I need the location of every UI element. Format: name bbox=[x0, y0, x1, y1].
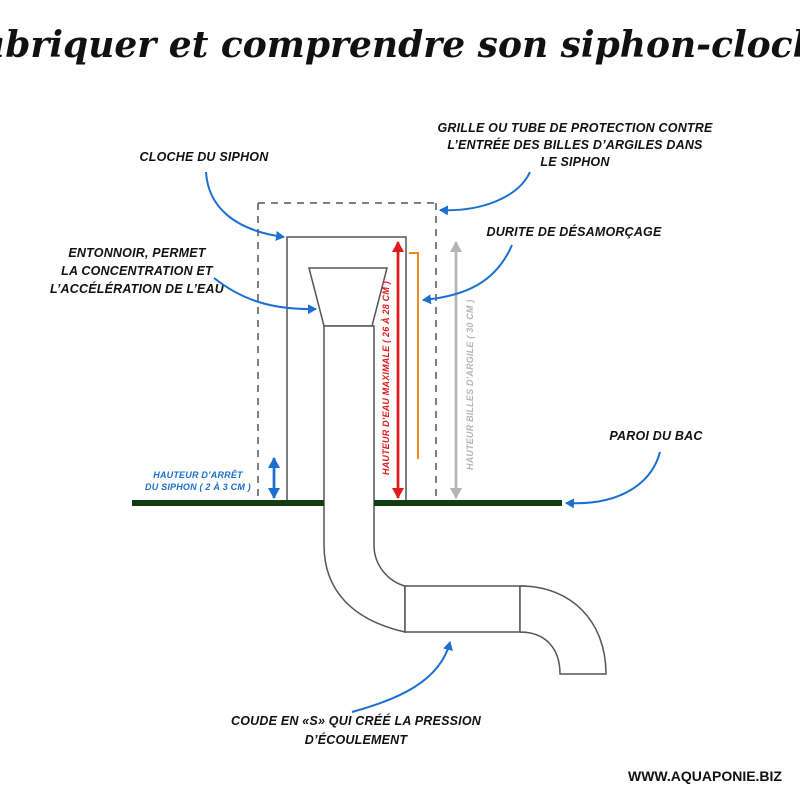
bell-cloche bbox=[286, 236, 407, 500]
callout-arrow-coude bbox=[351, 641, 453, 713]
callout-arrow-durite bbox=[422, 244, 513, 305]
label-coude-line2: D’ÉCOULEMENT bbox=[305, 732, 409, 747]
callout-arrow-cloche bbox=[205, 171, 285, 241]
footer-url: WWW.AQUAPONIE.BIZ bbox=[628, 768, 782, 784]
label-grille-line1: GRILLE OU TUBE DE PROTECTION CONTRE bbox=[437, 121, 713, 135]
label-entonnoir-line1: ENTONNOIR, PERMET bbox=[68, 246, 206, 260]
funnel bbox=[308, 267, 388, 327]
max-water-height-label: HAUTEUR D’EAU MAXIMALE ( 26 À 28 CM ) bbox=[381, 281, 391, 475]
label-grille-line2: L’ENTRÉE DES BILLES D’ARGILES DANS bbox=[447, 137, 703, 152]
label-grille-line3: LE SIPHON bbox=[540, 155, 610, 169]
callout-arrow-grille bbox=[439, 171, 531, 216]
standpipe bbox=[323, 325, 607, 675]
label-durite: DURITE DE DÉSAMORÇAGE bbox=[486, 224, 662, 239]
callout-arrow-entonnoir bbox=[213, 277, 317, 315]
page-title: Fabriquer et comprendre son siphon-cloch… bbox=[0, 24, 800, 66]
label-paroi: PAROI DU BAC bbox=[609, 429, 703, 443]
clay-height-label: HAUTEUR BILLES D’ARGILE ( 30 CM ) bbox=[465, 299, 475, 470]
label-coude-line1: COUDE EN «S» QUI CRÉÉ LA PRESSION bbox=[231, 713, 482, 728]
stop-height-label-line1: HAUTEUR D’ARRÊT bbox=[153, 469, 244, 480]
callout-arrow-paroi bbox=[565, 451, 661, 509]
label-entonnoir-line2: LA CONCENTRATION ET bbox=[61, 264, 214, 278]
stop-height-label-line2: DU SIPHON ( 2 À 3 CM ) bbox=[145, 482, 251, 492]
anti-siphon-hose bbox=[409, 252, 419, 459]
label-entonnoir-line3: L’ACCÉLÉRATION DE L’EAU bbox=[50, 281, 225, 296]
tank-wall bbox=[132, 500, 562, 506]
label-cloche: CLOCHE DU SIPHON bbox=[140, 150, 270, 164]
protection-grid bbox=[257, 202, 437, 502]
